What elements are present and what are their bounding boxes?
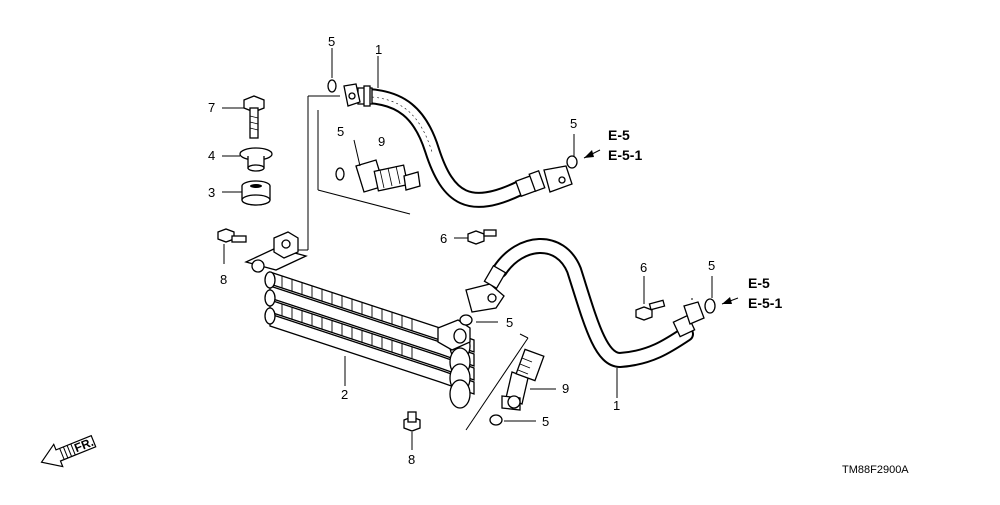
washer-5b [566, 155, 578, 169]
callout-5-top: 5 [328, 34, 335, 49]
callout-6-right: 6 [640, 260, 647, 275]
ref-top-e51: E-5-1 [608, 147, 642, 163]
front-direction-arrow: FR. [40, 434, 97, 468]
collar-4 [239, 147, 273, 172]
ref-bottom-e51: E-5-1 [748, 295, 782, 311]
callout-5-right-top: 5 [570, 116, 577, 131]
callout-9-top: 9 [378, 134, 385, 149]
inset-lower-connector [465, 333, 545, 431]
bolt-7 [243, 95, 265, 139]
bolt-6b [635, 299, 666, 321]
bolt-8-upper [217, 228, 247, 243]
callout-8-left: 8 [220, 272, 227, 287]
grommet-3 [241, 180, 271, 206]
washer-5a [327, 79, 337, 93]
lower-oil-hose [465, 238, 705, 369]
washer-5c [459, 314, 473, 326]
leader-lines [222, 48, 713, 450]
bolt-8-lower [403, 411, 421, 432]
upper-oil-hose [343, 83, 573, 208]
diagram-code: TM88F2900A [842, 464, 909, 476]
callout-1-bottom: 1 [613, 398, 620, 413]
ref-bottom-e5: E-5 [748, 275, 770, 291]
callout-1-top: 1 [375, 42, 382, 57]
direction-label: FR. [72, 435, 95, 455]
callout-7: 7 [208, 100, 215, 115]
callout-5-cooler: 5 [506, 315, 513, 330]
reference-arrow-bottom [721, 297, 739, 305]
washer-5d [704, 298, 716, 314]
ref-top-e5: E-5 [608, 127, 630, 143]
callout-5-bottom: 5 [542, 414, 549, 429]
callout-3: 3 [208, 185, 215, 200]
oil-cooler [244, 231, 475, 409]
callout-5-inset: 5 [337, 124, 344, 139]
inset-upper-connector [317, 110, 421, 215]
reference-arrow-top [583, 149, 601, 159]
bolt-6a [467, 229, 497, 245]
callout-8-bottom: 8 [408, 452, 415, 467]
callout-6-middle: 6 [440, 231, 447, 246]
callout-4: 4 [208, 148, 215, 163]
callout-5-right-bottom: 5 [708, 258, 715, 273]
callout-9-bottom: 9 [562, 381, 569, 396]
callout-2: 2 [341, 387, 348, 402]
